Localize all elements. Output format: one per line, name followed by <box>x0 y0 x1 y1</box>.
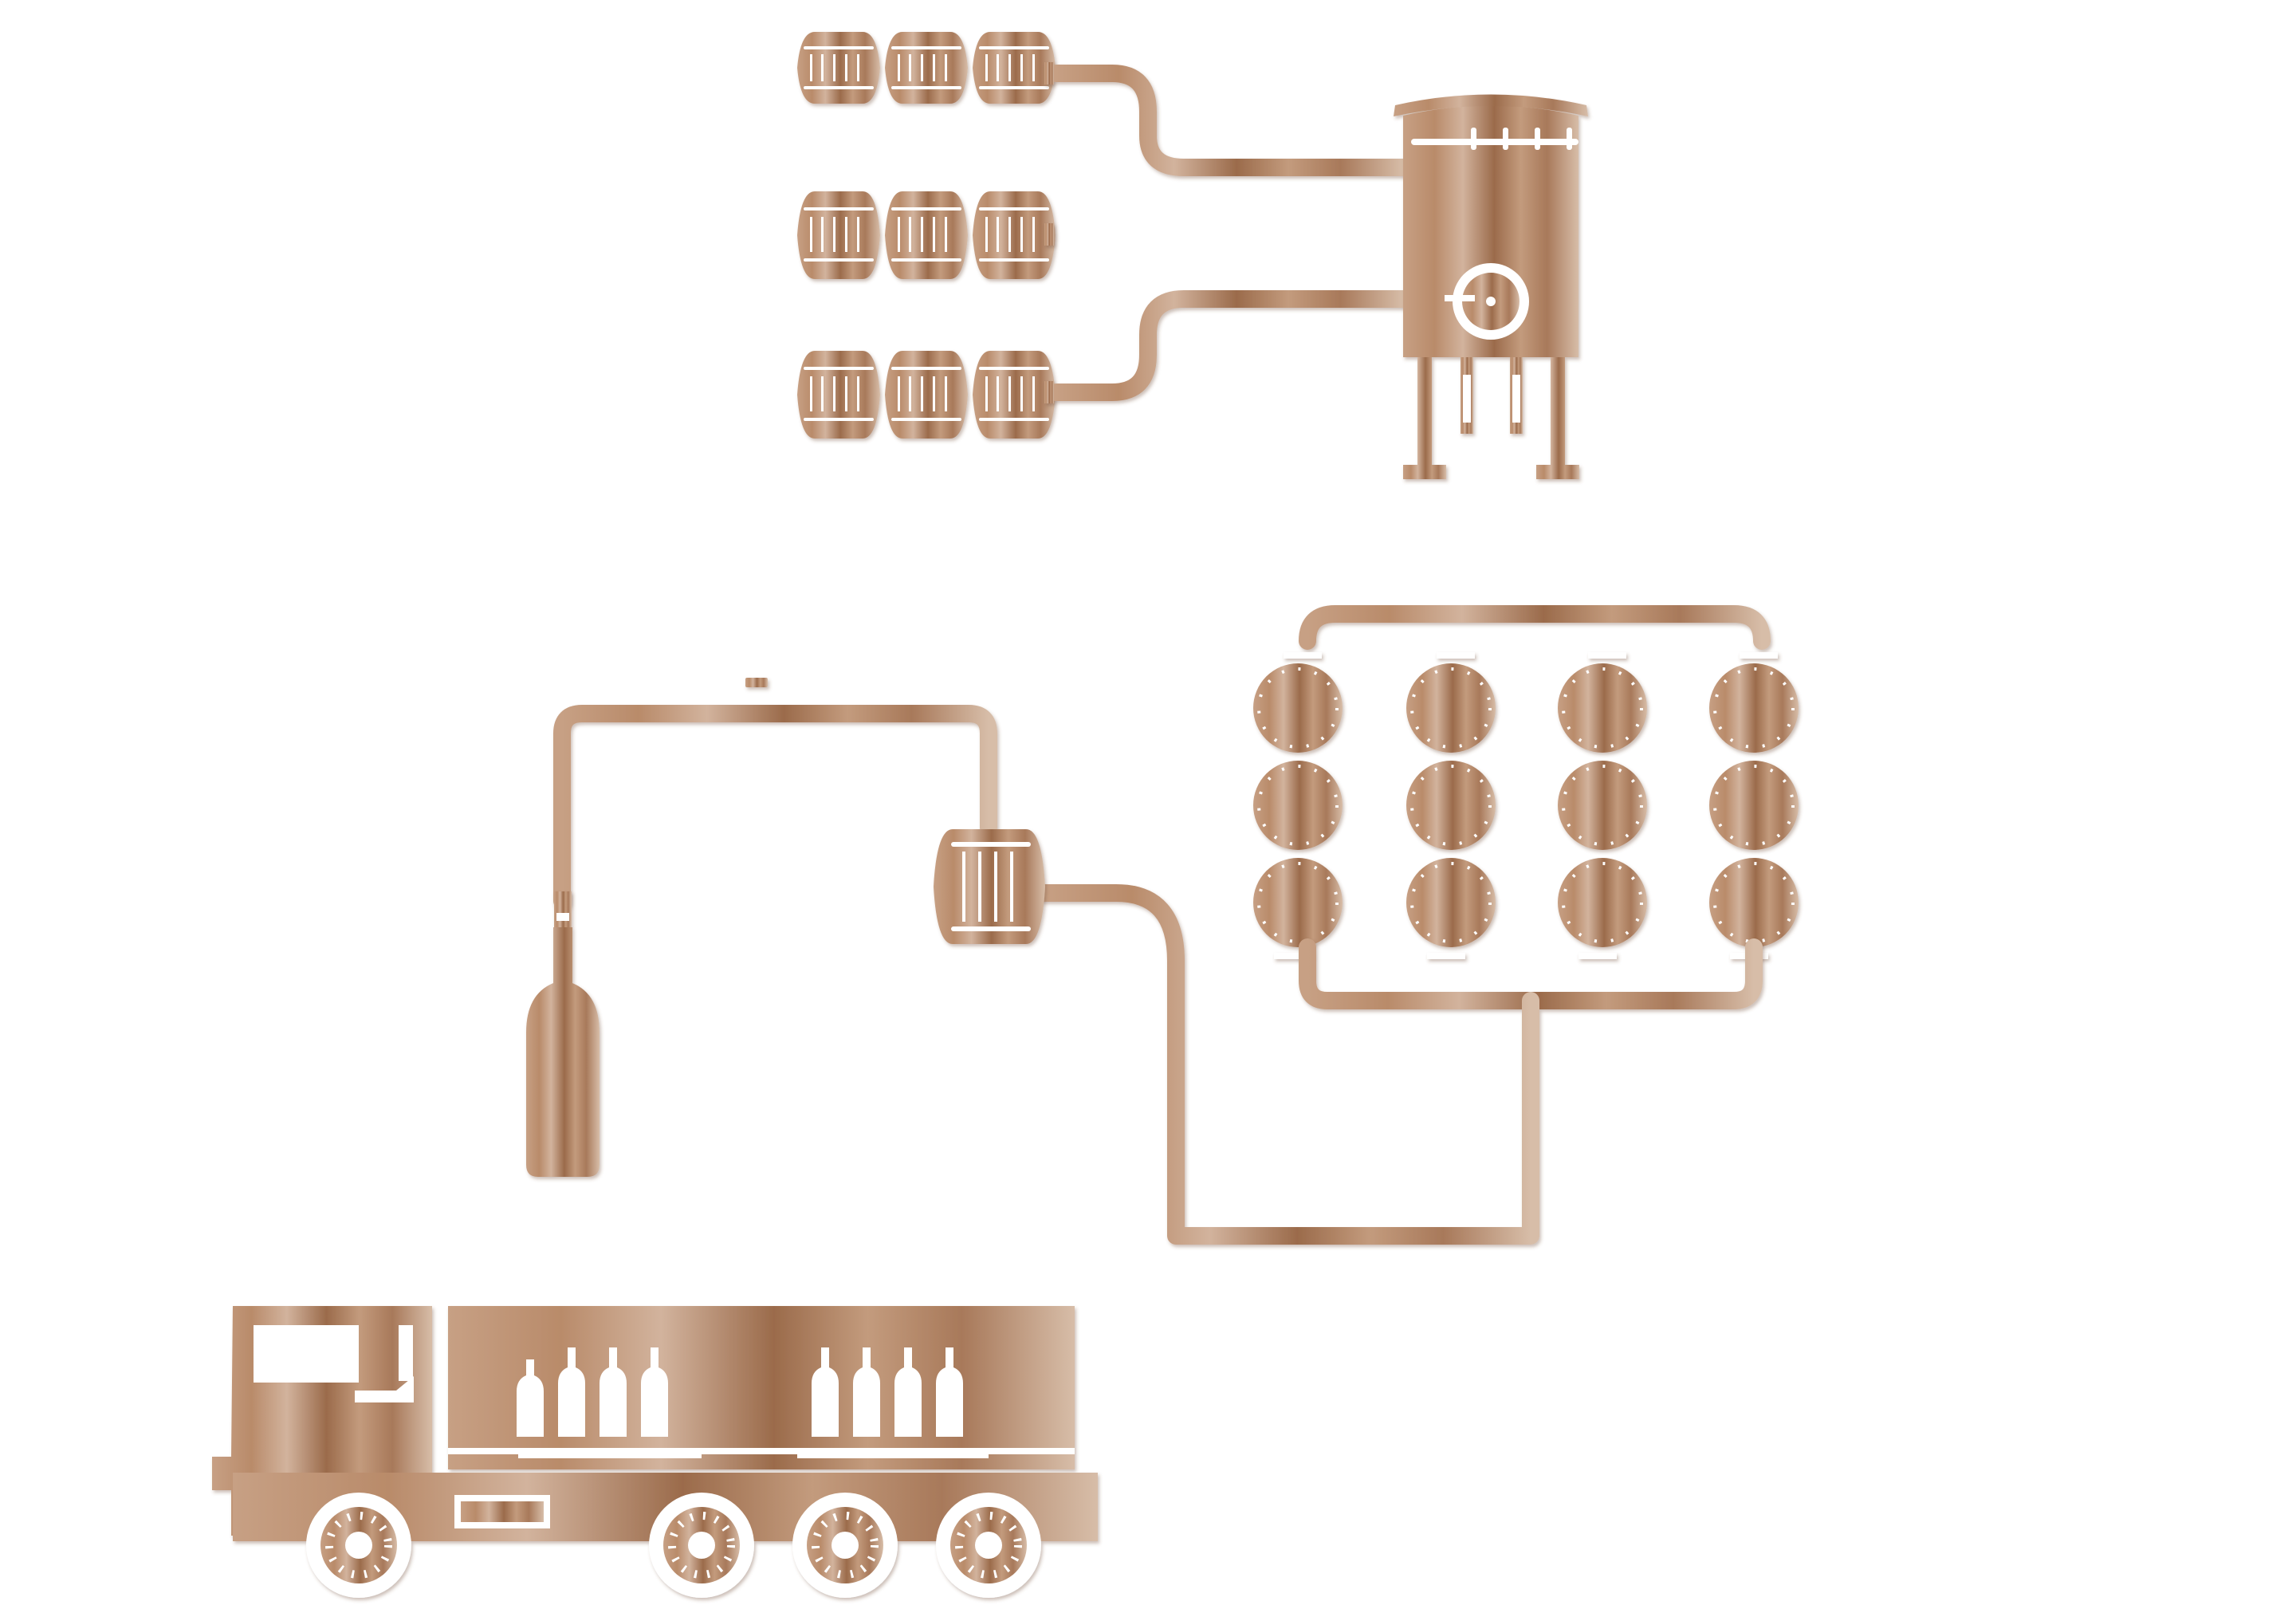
barrel-icon <box>1709 761 1799 850</box>
barrel-icon <box>1558 652 1647 753</box>
bottle-row-left <box>517 1347 668 1437</box>
barrel-icon <box>1253 652 1343 753</box>
delivery-truck-icon <box>212 1306 1098 1598</box>
truck-wheel-rear-2 <box>792 1493 898 1598</box>
round-barrel-grid <box>1253 652 1799 959</box>
pipe-icon <box>1036 884 1539 1245</box>
truck-wheel-front <box>306 1493 411 1598</box>
barrel-icon <box>1406 761 1496 850</box>
small-barrel-row-2 <box>797 191 1056 279</box>
storage-output-pipes <box>1036 884 1763 1245</box>
barrel-icon <box>797 351 880 439</box>
pipe-icon <box>1048 290 1412 401</box>
barrel-icon <box>885 32 968 104</box>
truck-wheel-rear-3 <box>936 1493 1041 1598</box>
barrel-icon <box>885 191 968 279</box>
barrel-icon <box>1709 652 1799 753</box>
pipe-icon <box>553 705 997 910</box>
barrel-icon <box>973 32 1056 104</box>
pipe-icon <box>1048 65 1412 176</box>
barrel-icon <box>885 351 968 439</box>
barrel-icon <box>973 351 1056 439</box>
barrel-icon <box>1253 761 1343 850</box>
tank-to-storage-pipe <box>1299 348 1771 667</box>
barrel-icon <box>797 191 880 279</box>
wine-bottle-icon <box>526 891 600 1177</box>
small-barrel-array <box>797 32 1056 439</box>
small-barrel-row-1 <box>797 32 1056 104</box>
barrel-icon <box>1406 652 1496 753</box>
barrel-icon <box>973 191 1056 279</box>
small-barrel-row-3 <box>797 351 1056 439</box>
barrel-icon <box>797 32 880 104</box>
bottle-row-right <box>812 1347 963 1437</box>
barrel-icon <box>1558 761 1647 850</box>
fermentation-tank-icon <box>1394 94 1588 479</box>
barrel-to-tank-pipes <box>1044 62 1412 403</box>
barrel-icon <box>934 829 1045 944</box>
barrel-icon <box>1253 858 1343 959</box>
blending-barrel <box>553 677 1045 944</box>
pipe-icon <box>1299 605 1771 650</box>
truck-wheel-rear-1 <box>649 1493 754 1598</box>
